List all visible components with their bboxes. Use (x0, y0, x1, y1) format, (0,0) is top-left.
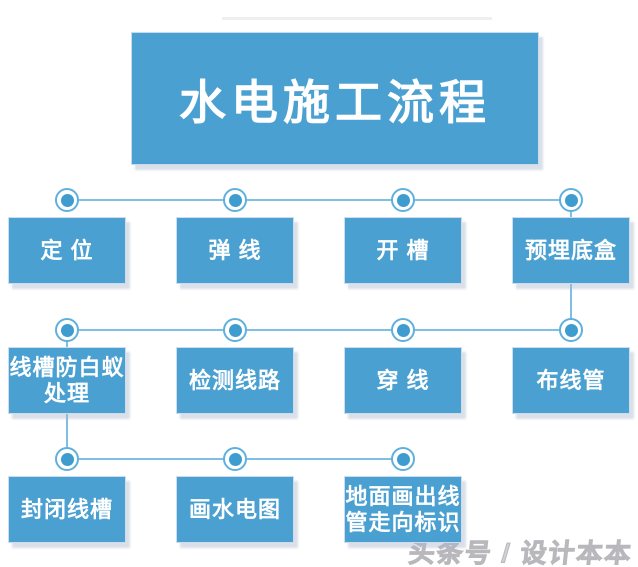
connector-node (223, 447, 247, 471)
connector-node (223, 318, 247, 342)
step-box-kaicao: 开 槽 (344, 217, 462, 284)
page-title: 水电施工流程 (179, 76, 491, 129)
step-label: 封闭线槽 (20, 496, 113, 522)
step-label: 地面画出线 管走向标识 (345, 483, 461, 535)
step-label: 布线管 (536, 367, 606, 393)
connector-node (391, 318, 415, 342)
top-divider-line (222, 17, 492, 20)
step-label: 定 位 (40, 237, 94, 263)
step-box-chuanxian: 穿 线 (344, 347, 462, 414)
title-box: 水电施工流程 (131, 32, 539, 165)
node-dot (564, 323, 578, 337)
node-dot (396, 452, 410, 466)
step-box-fengbi-xiancao: 封闭线槽 (8, 476, 126, 543)
step-box-hua-shuidiantu: 画水电图 (176, 476, 294, 543)
connector-node (55, 447, 79, 471)
connector-node (391, 447, 415, 471)
step-box-fangbaiyi: 线槽防白蚁 处理 (8, 347, 126, 414)
node-dot (60, 452, 74, 466)
step-label: 开 槽 (376, 237, 430, 263)
node-dot (60, 323, 74, 337)
step-box-tanxian: 弹 线 (176, 217, 294, 284)
step-label: 弹 线 (208, 237, 262, 263)
step-box-buxianguan: 布线管 (512, 347, 630, 414)
connector-node (391, 188, 415, 212)
step-label: 线槽防白蚁 处理 (9, 354, 125, 406)
node-dot (60, 193, 74, 207)
connector-row2-line (67, 329, 571, 331)
node-dot (396, 193, 410, 207)
step-box-yumai-dihe: 预埋底盒 (512, 217, 630, 284)
node-dot (396, 323, 410, 337)
connector-row1-line (67, 199, 571, 201)
node-dot (228, 323, 242, 337)
connector-node (55, 318, 79, 342)
step-box-jiance-xianlu: 检测线路 (176, 347, 294, 414)
connector-node (559, 188, 583, 212)
step-box-dingwei: 定 位 (8, 217, 126, 284)
node-dot (228, 452, 242, 466)
step-label: 检测线路 (188, 367, 281, 393)
connector-node (559, 318, 583, 342)
connector-node (55, 188, 79, 212)
step-label: 预埋底盒 (524, 237, 617, 263)
node-dot (564, 193, 578, 207)
step-label: 画水电图 (188, 496, 281, 522)
node-dot (228, 193, 242, 207)
step-box-dimian-biaoshi: 地面画出线 管走向标识 (344, 476, 462, 543)
connector-node (223, 188, 247, 212)
step-label: 穿 线 (376, 367, 430, 393)
